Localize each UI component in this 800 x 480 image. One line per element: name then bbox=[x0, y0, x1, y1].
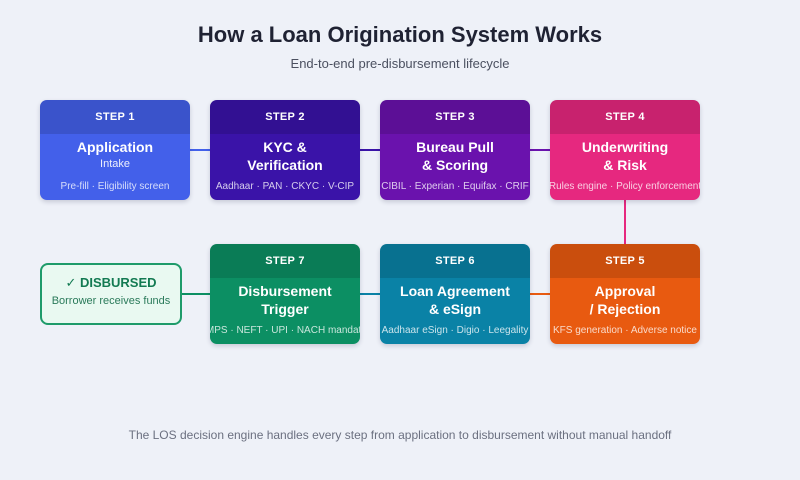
step-number: STEP 6 bbox=[380, 244, 530, 278]
step-card-kyc: STEP 2 KYC &Verification Aadhaar · PAN ·… bbox=[210, 100, 360, 200]
step-name: Loan Agreement& eSign bbox=[400, 283, 510, 317]
step-card-approval: STEP 5 Approval/ Rejection KFS generatio… bbox=[550, 244, 700, 344]
step-name: Underwriting& Risk bbox=[581, 139, 669, 173]
step-name: Approval/ Rejection bbox=[589, 283, 661, 317]
step-name: Application bbox=[76, 139, 154, 155]
step-name: KYC &Verification bbox=[247, 139, 323, 173]
step-detail: IMPS · NEFT · UPI · NACH mandate bbox=[210, 325, 360, 336]
step-detail: Aadhaar · PAN · CKYC · V-CIP bbox=[215, 181, 355, 192]
step-name: Bureau Pull& Scoring bbox=[416, 139, 494, 173]
step-number: STEP 2 bbox=[210, 100, 360, 134]
disbursed-label: ✓ DISBURSED bbox=[65, 275, 157, 290]
step-detail: KFS generation · Adverse notice bbox=[553, 325, 697, 336]
page-title: How a Loan Origination System Works bbox=[197, 22, 603, 47]
step-card-bureau: STEP 3 Bureau Pull& Scoring CIBIL · Expe… bbox=[380, 100, 530, 200]
step-card-application: STEP 1 Application Intake Pre-fill · Eli… bbox=[40, 100, 190, 200]
disbursed-outcome-box: ✓ DISBURSED Borrower receives funds bbox=[40, 263, 182, 325]
step-detail: Pre-fill · Eligibility screen bbox=[60, 181, 170, 192]
step-number: STEP 3 bbox=[380, 100, 530, 134]
step-card-underwriting: STEP 4 Underwriting& Risk Rules engine ·… bbox=[550, 100, 700, 200]
step-number: STEP 1 bbox=[40, 100, 190, 134]
disbursed-note: Borrower receives funds bbox=[51, 295, 171, 307]
step-number: STEP 4 bbox=[550, 100, 700, 134]
step-detail: CIBIL · Experian · Equifax · CRIF bbox=[381, 181, 529, 192]
footer-caption: The LOS decision engine handles every st… bbox=[128, 428, 672, 442]
page-subtitle: End-to-end pre-disbursement lifecycle bbox=[290, 56, 510, 71]
step-number: STEP 5 bbox=[550, 244, 700, 278]
step-detail: Aadhaar eSign · Digio · Leegality bbox=[381, 325, 529, 336]
step-card-agreement: STEP 6 Loan Agreement& eSign Aadhaar eSi… bbox=[380, 244, 530, 344]
step-number: STEP 7 bbox=[210, 244, 360, 278]
step-detail: Rules engine · Policy enforcement bbox=[550, 181, 700, 192]
step-subtitle: Intake bbox=[100, 158, 130, 170]
